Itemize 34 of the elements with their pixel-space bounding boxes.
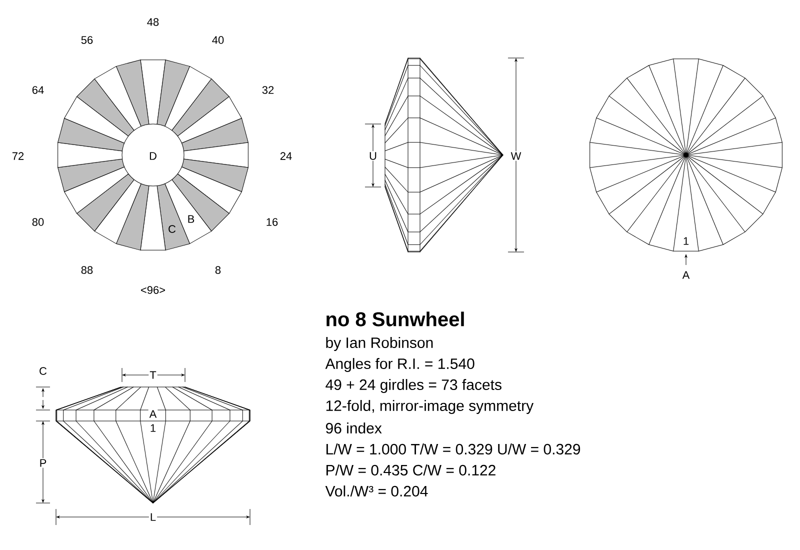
info-text: 49 + 24 girdles = 73 facets	[326, 379, 502, 393]
title: no 8 Sunwheel	[326, 312, 464, 326]
info-text: L/W = 1.000 T/W = 0.329 U/W = 0.329	[326, 444, 580, 454]
info-text: by Ian Robinson	[326, 337, 433, 351]
index-number: 88	[81, 266, 93, 274]
facet-label: D	[150, 152, 156, 160]
facet-label: C	[168, 225, 176, 233]
dimension-label: L	[148, 512, 158, 522]
dimension-label: C	[40, 367, 47, 375]
index-number: 24	[280, 152, 292, 160]
info-text: 96 index	[326, 422, 382, 434]
index-number: 72	[12, 152, 24, 160]
index-number: 32	[262, 86, 274, 94]
info-text: Angles for R.I. = 1.540	[325, 358, 474, 372]
index-number: 64	[32, 86, 44, 94]
index-number: 80	[32, 218, 44, 226]
info-text: 12-fold, mirror-image symmetry	[326, 400, 534, 414]
index-number: 48	[147, 18, 159, 26]
index-number: 16	[266, 218, 278, 226]
index-number: 1	[148, 423, 158, 433]
facet-label: B	[188, 215, 194, 223]
dimension-label: U	[368, 151, 378, 161]
index-number: 56	[81, 36, 93, 44]
index-number: 1	[684, 237, 689, 245]
index-number: 8	[215, 266, 221, 274]
info-text: Vol./W³ = 0.204	[325, 486, 428, 496]
info-text: P/W = 0.435 C/W = 0.122	[326, 464, 496, 476]
dimension-label: W	[510, 151, 522, 161]
dimension-label: P	[38, 458, 48, 468]
facet-label: A	[682, 271, 690, 279]
facet-label: A	[148, 409, 158, 419]
dimension-label: T	[148, 370, 158, 380]
index-number: <96>	[141, 286, 165, 294]
index-number: 40	[212, 36, 224, 44]
